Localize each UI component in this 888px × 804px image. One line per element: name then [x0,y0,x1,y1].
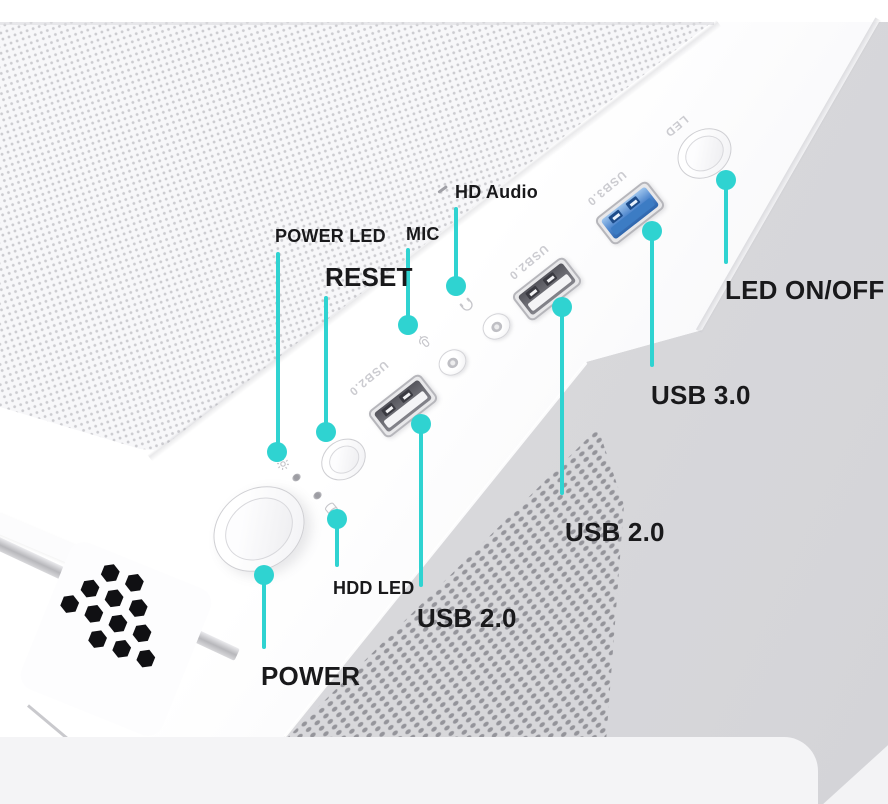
callout-dot [716,170,736,190]
side-hex-vent-panel [15,537,217,741]
callout-label-usb20-left: USB 2.0 [417,603,517,633]
callout-dot [642,221,662,241]
callout-line [419,432,423,587]
callout-line [335,527,339,567]
callout-dot [552,297,572,317]
mesh-top-edge [0,22,714,25]
callout-label-power: POWER [261,661,361,691]
callout-dot [398,315,418,335]
power-led-icon [277,458,289,470]
callout-line [560,315,564,495]
callout-dot [254,565,274,585]
callout-dot [267,442,287,462]
callout-label-power-led: POWER LED [275,226,386,246]
callout-line [724,186,728,264]
callout-line [454,207,458,279]
callout-label-hd-audio: HD Audio [455,182,538,202]
jack-hole [489,319,504,334]
callout-label-usb30: USB 3.0 [651,380,751,410]
callout-dot [327,509,347,529]
callout-dot [316,422,336,442]
callout-line [650,239,654,367]
callout-label-usb20-right: USB 2.0 [565,517,665,547]
callout-label-hdd-led: HDD LED [333,578,415,598]
callout-line [262,583,266,649]
headphone-icon [459,297,473,311]
callout-label-led-on-off: LED ON/OFF [725,275,885,305]
bottom-white-card [0,737,818,804]
callout-line [324,296,328,424]
callout-line [276,252,280,444]
callout-line [406,248,410,318]
mic-icon [419,336,430,347]
callout-dot [411,414,431,434]
hex-vent-pattern [60,564,156,668]
jack-hole [445,355,460,370]
callout-dot [446,276,466,296]
callout-label-mic: MIC [406,224,440,244]
callout-label-reset: RESET [325,262,413,292]
